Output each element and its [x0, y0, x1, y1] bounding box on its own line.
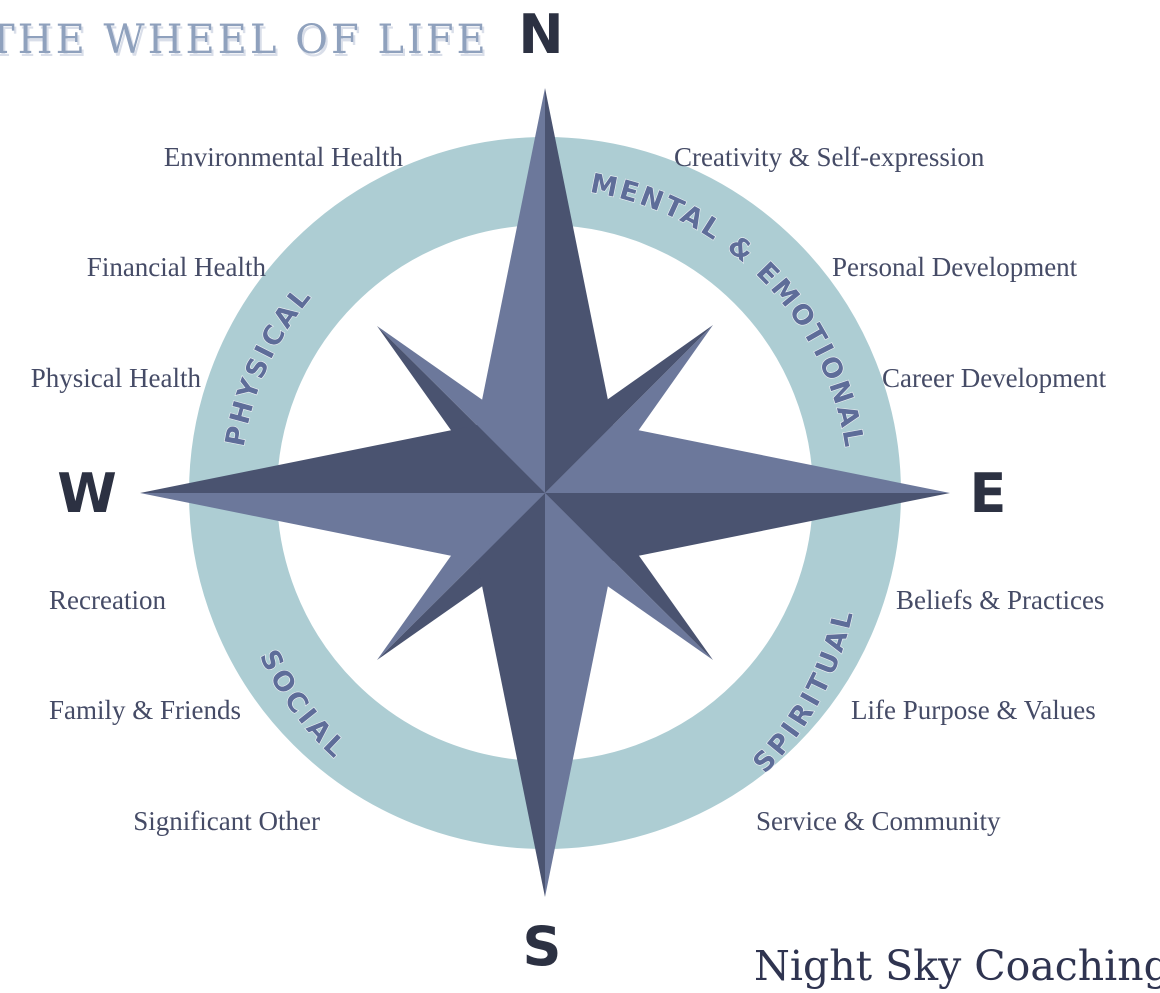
- south-letter: S: [523, 915, 562, 978]
- star-point-west-light: [140, 493, 545, 561]
- svg-text:THE WHEEL OF LIFE: THE WHEEL OF LIFE: [0, 20, 491, 66]
- area-beliefs-practices: Beliefs & Practices: [896, 585, 1104, 615]
- west-letter: W: [57, 462, 117, 525]
- area-family-friends: Family & Friends: [49, 695, 241, 725]
- star-point-north-light: [477, 88, 545, 493]
- area-financial-health: Financial Health: [87, 252, 267, 282]
- page-title: THE WHEEL OF LIFE THE WHEEL OF LIFE: [0, 17, 491, 66]
- area-personal-development: Personal Development: [832, 252, 1078, 282]
- star-point-south-dark: [477, 493, 545, 897]
- brand-name: Night Sky Coaching: [754, 942, 1160, 990]
- area-career-development: Career Development: [882, 363, 1107, 393]
- area-physical-health: Physical Health: [31, 363, 202, 393]
- area-creativity: Creativity & Self-expression: [674, 142, 985, 172]
- area-life-purpose: Life Purpose & Values: [851, 695, 1096, 725]
- area-significant-other: Significant Other: [133, 806, 320, 836]
- svg-text:THE WHEEL OF LIFE: THE WHEEL OF LIFE: [0, 17, 489, 63]
- star-point-north-dark: [545, 88, 613, 493]
- star-point-east-light: [545, 425, 950, 493]
- star-point-west-dark: [140, 425, 545, 493]
- compass-star: [140, 88, 950, 897]
- area-recreation: Recreation: [49, 585, 166, 615]
- star-point-east-dark: [545, 493, 950, 561]
- area-service-community: Service & Community: [756, 806, 1001, 836]
- east-letter: E: [970, 462, 1007, 525]
- north-letter: N: [518, 3, 563, 66]
- star-point-south-light: [545, 493, 613, 897]
- area-environmental-health: Environmental Health: [164, 142, 404, 172]
